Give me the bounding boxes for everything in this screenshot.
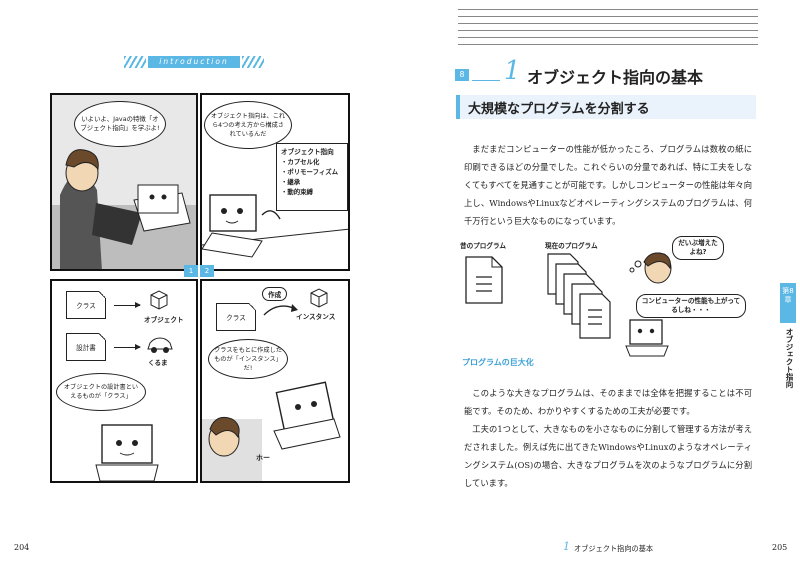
footer-section-title: オブジェクト指向の基本 <box>574 544 654 553</box>
old-program-label: 昔のプログラム <box>460 242 506 250</box>
banner-stripes-left <box>124 56 146 68</box>
page-number-right: 205 <box>772 543 788 552</box>
body-paragraph-2: このような大きなプログラムは、そのままでは全体を把握することは不可能です。そのた… <box>464 388 752 416</box>
manga-panel-1: いよいよ、Javaの特徴「オブジェクト指向」を学ぶよ! <box>50 93 198 271</box>
car-icon <box>147 337 173 353</box>
oop-concept-item: ・動的束縛 <box>281 188 313 196</box>
computer-character-illustration <box>202 194 348 269</box>
computer-character-illustration <box>95 424 159 481</box>
right-page: 8 1 オブジェクト指向の基本 大規模なプログラムを分割する まだまだコンピュー… <box>400 0 800 567</box>
section-title: 大規模なプログラムを分割する <box>468 102 650 117</box>
panel-number-2: 2 <box>200 265 214 277</box>
footer-section-number: 1 <box>563 540 570 553</box>
class-document: クラス <box>66 291 106 319</box>
chapter-title: オブジェクト指向の基本 <box>527 68 704 87</box>
computer-character-illustration <box>625 319 669 357</box>
many-documents-icon <box>547 253 611 339</box>
header-rule <box>458 30 758 31</box>
teacher-and-computer-illustration <box>202 381 341 481</box>
old-program-document-icon <box>465 256 503 304</box>
chapter-side-tab: 第8章 <box>780 283 796 323</box>
car-label: くるま <box>148 359 168 367</box>
body-paragraph-3: 工夫の1つとして、大きなものを小さなものに分割して管理する方法が考えだされました… <box>464 424 752 488</box>
introduction-banner: introduction <box>124 56 264 68</box>
oop-concept-item: ・カプセル化 <box>281 158 320 166</box>
manga-panel-4: クラス 作成 インスタンス クラスをもとに作成したものが「インスタンス」だ! ホ… <box>200 279 350 483</box>
current-program-label: 現在のプログラム <box>545 242 598 250</box>
left-page: introduction いよいよ、Javaの特徴「オブジェクト指向」を学ぶよ! <box>14 56 350 552</box>
class-document: クラス <box>216 303 256 331</box>
speech-bubble-panel-2: オブジェクト指向は、これら4つの考え方から構成されているんだ <box>204 101 292 149</box>
body-paragraph-1: まだまだコンピューターの性能が低かったころ、プログラムは数枚の紙に印刷できるほど… <box>464 144 752 226</box>
body-paragraphs-2: このような大きなプログラムは、そのままでは全体を把握することは不可能です。そのた… <box>464 384 752 492</box>
cube-instance-icon <box>310 288 328 308</box>
curved-arrow-icon <box>263 304 298 316</box>
instance-label: インスタンス <box>296 313 336 321</box>
object-label: オブジェクト <box>144 316 184 324</box>
header-rule <box>458 9 758 10</box>
oop-concepts-list: ・カプセル化 ・ポリモーフィズム ・継承 ・動的束縛 <box>281 157 343 197</box>
panel-number-1: 1 <box>184 265 198 277</box>
arrow-right-icon <box>114 300 141 310</box>
cube-object-icon <box>150 290 168 310</box>
person-thinking-illustration <box>629 252 672 284</box>
blueprint-document: 設計書 <box>66 333 106 361</box>
manga-panel-3: クラス オブジェクト 設計書 くるま オブジェクトの設計書といえるものが「クラス… <box>50 279 198 483</box>
manga-panel-2: オブジェクト指向は、これら4つの考え方から構成されているんだ オブジェクト指向 … <box>200 93 350 271</box>
oop-concept-item: ・継承 <box>281 178 301 186</box>
speech-bubble-panel-3: オブジェクトの設計書といえるものが「クラス」 <box>56 373 146 411</box>
speech-bubble-panel-1: いよいよ、Javaの特徴「オブジェクト指向」を学ぶよ! <box>74 101 166 147</box>
arrow-right-icon <box>114 342 141 352</box>
section-heading: 大規模なプログラムを分割する <box>456 95 756 119</box>
sub-heading: プログラムの巨大化 <box>462 358 534 367</box>
sound-effect: ホー <box>256 454 270 462</box>
speech-bubble-bottom: コンピューターの性能も上がってるしね・・・ <box>636 294 746 318</box>
manga-comic: いよいよ、Javaの特徴「オブジェクト指向」を学ぶよ! オブジェクト指向は、これ… <box>50 93 350 483</box>
chapter-tag: 8 <box>455 69 469 81</box>
chapter-side-text: オブジェクト指向 <box>785 328 794 388</box>
banner-stripes-right <box>242 56 264 68</box>
chapter-rule <box>472 80 500 82</box>
speech-bubble-top: だいぶ増えたよね? <box>672 236 724 260</box>
banner-label: introduction <box>148 56 240 68</box>
header-rule <box>458 16 758 17</box>
oop-concept-item: ・ポリモーフィズム <box>281 168 339 176</box>
header-rule <box>458 23 758 24</box>
create-label: 作成 <box>262 287 288 301</box>
speech-bubble-panel-4: クラスをもとに作成したものが「インスタンス」だ! <box>208 339 288 379</box>
header-rule <box>458 44 758 45</box>
oop-concepts-title: オブジェクト指向 <box>281 148 334 156</box>
header-rule <box>458 37 758 38</box>
chapter-number: 1 <box>504 56 521 86</box>
oop-concepts-box: オブジェクト指向 ・カプセル化 ・ポリモーフィズム ・継承 ・動的束縛 <box>276 143 348 211</box>
page-number-left: 204 <box>14 543 30 552</box>
